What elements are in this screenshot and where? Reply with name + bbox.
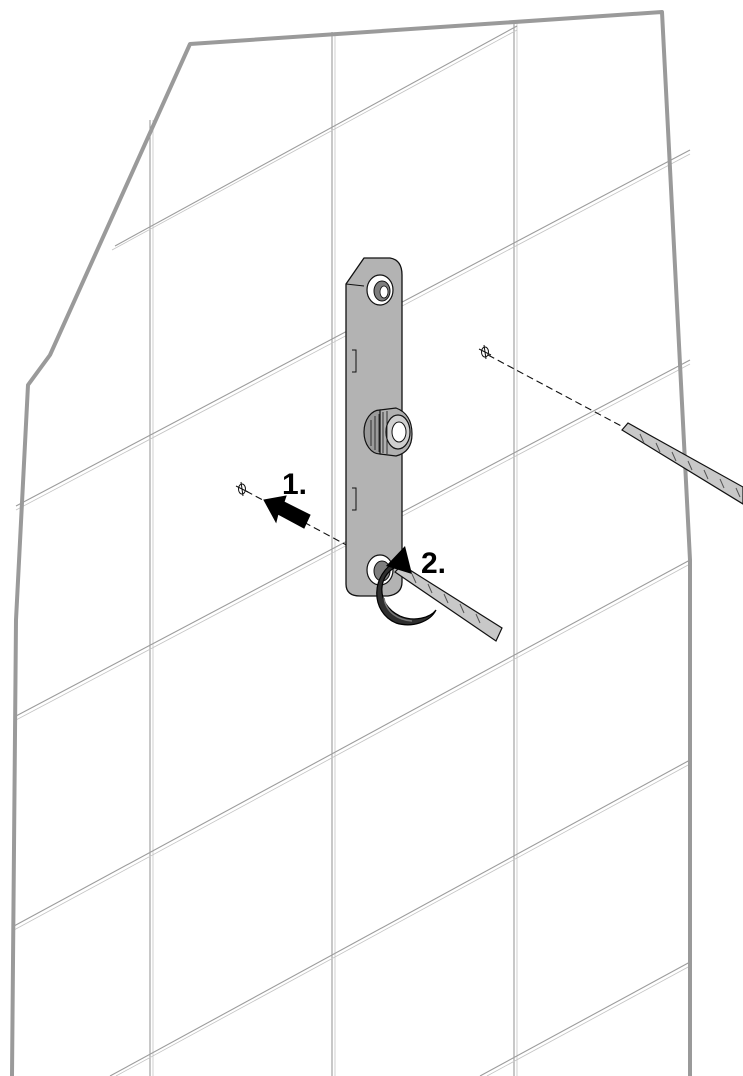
rotation-arrow-icon — [376, 546, 437, 626]
alignment-line-right — [487, 354, 626, 429]
wall-bracket — [345, 257, 413, 597]
threaded-fitting — [363, 407, 413, 457]
straight-arrow-icon — [263, 495, 311, 529]
step-1-label: 1. — [282, 468, 307, 501]
drill-bit-right — [621, 422, 743, 505]
bracket-hole-top — [366, 274, 394, 306]
crosshair-mark-icon — [478, 344, 492, 360]
step-2-label: 2. — [421, 547, 446, 580]
